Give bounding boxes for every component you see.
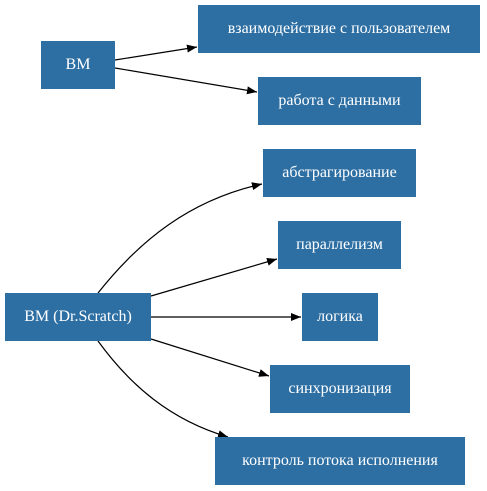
node-user-interaction-label: взаимодействие с пользователем [227,20,451,37]
edge-vm-dr-scratch-to-synchronization [150,338,270,377]
edge-vm-dr-scratch-to-parallelism [150,257,278,297]
node-vm-dr-scratch-label: ВМ (Dr.Scratch) [24,308,132,325]
node-synchronization-label: синхронизация [288,380,392,397]
node-data-handling-label: работа с данными [278,92,401,109]
node-abstraction: абстрагирование [263,149,416,197]
node-logic-label: логика [317,308,363,325]
node-vm: ВМ [41,41,115,89]
node-data-handling: работа с данными [258,77,421,125]
node-vm-label: ВМ [65,56,91,73]
edge-vm-to-data-handling [114,67,258,95]
node-logic: логика [302,293,378,341]
node-user-interaction: взаимодействие с пользователем [198,5,480,53]
node-parallelism: параллелизм [278,221,401,269]
node-flow-control-label: контроль потока исполнения [242,452,438,469]
edge-vm-dr-scratch-to-flow-control [97,340,229,439]
node-synchronization: синхронизация [270,365,410,413]
node-parallelism-label: параллелизм [296,236,383,253]
node-vm-dr-scratch: ВМ (Dr.Scratch) [5,293,151,341]
node-flow-control: контроль потока исполнения [215,437,465,485]
node-abstraction-label: абстрагирование [282,164,397,181]
edge-vm-dr-scratch-to-abstraction [97,182,263,294]
edge-vm-to-user-interaction [114,44,198,61]
